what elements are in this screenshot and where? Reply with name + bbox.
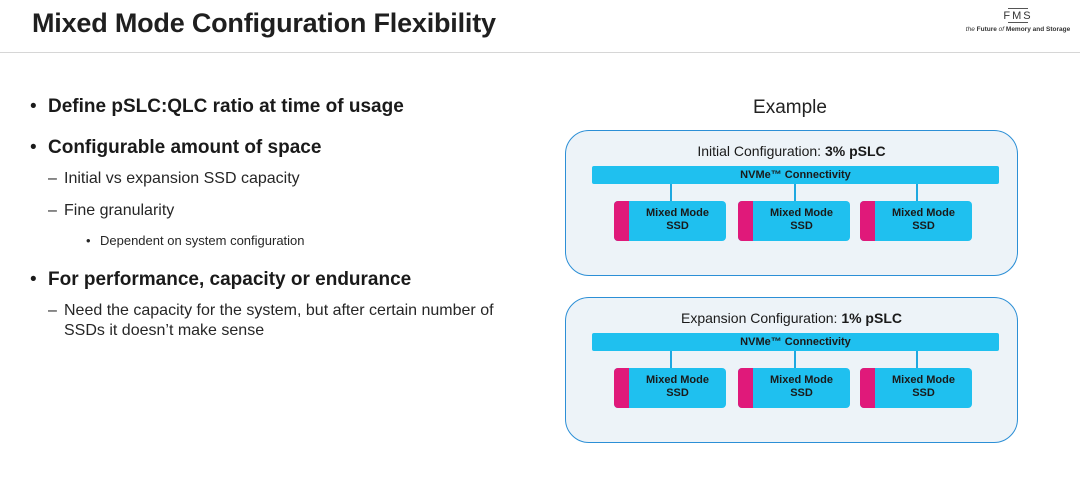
- ssd-label: Mixed Mode SSD: [646, 207, 709, 232]
- bullet-2-subsub-1: Dependent on system configuration: [30, 233, 530, 249]
- bus-connector: [670, 184, 672, 201]
- ssd-tab: [738, 201, 753, 241]
- ssd-label: Mixed Mode SSD: [646, 374, 709, 399]
- mixed-mode-ssd: Mixed Mode SSD: [738, 368, 850, 408]
- mixed-mode-ssd: Mixed Mode SSD: [614, 368, 726, 408]
- ssd-label: Mixed Mode SSD: [892, 374, 955, 399]
- logo-bar-bottom: [1008, 22, 1028, 23]
- bus-connector: [670, 351, 672, 368]
- ssd-tab: [860, 201, 875, 241]
- panel-title: Initial Configuration: 3% pSLC: [697, 143, 886, 159]
- bullet-3-sub-1: –Need the capacity for the system, but a…: [48, 302, 494, 339]
- ssd-tab: [860, 368, 875, 408]
- example-label: Example: [753, 97, 827, 118]
- logo-tagline: the Future of Memory and Storage: [965, 26, 1071, 33]
- bullet-3: For performance, capacity or endurance: [30, 269, 530, 291]
- ssd-label: Mixed Mode SSD: [770, 374, 833, 399]
- bus-connector: [916, 184, 918, 201]
- bus-connector: [916, 351, 918, 368]
- nvme-connectivity-bus: NVMe™ Connectivity: [592, 166, 999, 184]
- mixed-mode-ssd: Mixed Mode SSD: [614, 201, 726, 241]
- config-panel-initial: Initial Configuration: 3% pSLC NVMe™ Conn…: [565, 130, 1018, 276]
- config-panel-expansion: Expansion Configuration: 1% pSLC NVMe™ Co…: [565, 297, 1018, 443]
- nvme-connectivity-bus: NVMe™ Connectivity: [592, 333, 999, 351]
- ssd-label: Mixed Mode SSD: [770, 207, 833, 232]
- mixed-mode-ssd: Mixed Mode SSD: [738, 201, 850, 241]
- bullet-1: Define pSLC:QLC ratio at time of usage: [30, 96, 530, 118]
- fms-logo: FMS the Future of Memory and Storage: [960, 8, 1076, 33]
- ssd-tab: [614, 201, 629, 241]
- panel-title: Expansion Configuration: 1% pSLC: [680, 310, 902, 326]
- mixed-mode-ssd: Mixed Mode SSD: [860, 368, 972, 408]
- logo-bar-top: [1008, 8, 1028, 9]
- bullet-2-sub-1: –Initial vs expansion SSD capacity: [48, 170, 300, 187]
- page-title: Mixed Mode Configuration Flexibility: [32, 8, 496, 38]
- ssd-label: Mixed Mode SSD: [892, 207, 955, 232]
- bus-connector: [794, 184, 796, 201]
- bullet-2-sub-2: –Fine granularity: [48, 202, 175, 219]
- bus-connector: [794, 351, 796, 368]
- mixed-mode-ssd: Mixed Mode SSD: [860, 201, 972, 241]
- ssd-tab: [738, 368, 753, 408]
- ssd-tab: [614, 368, 629, 408]
- logo-mark: FMS: [1003, 10, 1033, 22]
- bullet-list: Define pSLC:QLC ratio at time of usage C…: [30, 96, 530, 341]
- header-divider: [0, 52, 1080, 53]
- bullet-2: Configurable amount of space: [30, 137, 530, 159]
